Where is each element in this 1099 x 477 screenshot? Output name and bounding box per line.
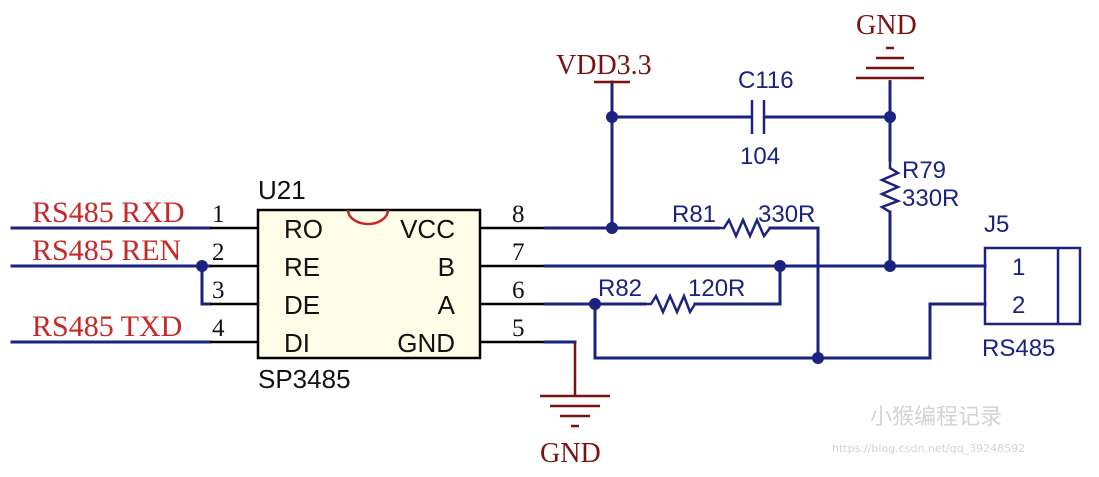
- ic-part: SP3485: [258, 364, 351, 394]
- pin-name-vcc: VCC: [400, 214, 455, 244]
- pin-number-5: 5: [512, 315, 525, 342]
- watermark-title: 小猴编程记录: [870, 405, 1002, 430]
- c116-ref: C116: [738, 67, 794, 94]
- r81-ref: R81: [672, 201, 716, 228]
- pin-name-re: RE: [284, 252, 320, 282]
- connector-ref: J5: [984, 211, 1009, 238]
- connector-body: [983, 246, 1082, 326]
- connector-pin-2: 2: [1012, 292, 1025, 319]
- connector-pin-1: 1: [1012, 254, 1025, 281]
- r79-body: [878, 160, 902, 214]
- r82-value: 120R: [688, 275, 745, 302]
- r82-body: [645, 292, 697, 316]
- r79-ref: R79: [902, 157, 946, 184]
- pin-number-8: 8: [512, 201, 525, 228]
- pin-number-7: 7: [512, 239, 525, 266]
- pin-number-1: 1: [212, 201, 225, 228]
- vdd-label: VDD3.3: [556, 50, 652, 81]
- junction-vcc: [606, 222, 618, 234]
- pin-name-b: B: [438, 252, 455, 282]
- pin-number-4: 4: [212, 315, 225, 342]
- pin-name-a: A: [438, 290, 456, 320]
- ic-notch: [346, 209, 390, 226]
- ic-body: [256, 208, 482, 360]
- ic-ref: U21: [258, 175, 306, 205]
- gnd-top-label: GND: [856, 10, 917, 41]
- net-label-rxd: RS485 RXD: [32, 196, 185, 229]
- pin-name-de: DE: [284, 290, 320, 320]
- pin-name-ro: RO: [284, 214, 323, 244]
- junction-re-de: [196, 260, 208, 272]
- watermark-url: https://blog.csdn.net/qq_39248592: [832, 442, 1025, 455]
- pin-name-di: DI: [284, 328, 310, 358]
- pin-name-gnd: GND: [397, 328, 455, 358]
- connector-name: RS485: [982, 335, 1055, 362]
- net-label-txd: RS485 TXD: [32, 310, 182, 343]
- net-label-ren: RS485 REN: [32, 234, 181, 267]
- gnd-bottom-label: GND: [540, 438, 601, 469]
- r79-value: 330R: [902, 185, 959, 212]
- r81-value: 330R: [758, 201, 815, 228]
- pin-number-6: 6: [512, 277, 525, 304]
- c116-value: 104: [740, 143, 780, 170]
- pin-number-2: 2: [212, 239, 225, 266]
- r82-ref: R82: [598, 275, 642, 302]
- pin-number-3: 3: [212, 277, 225, 304]
- r81-body: [718, 216, 771, 240]
